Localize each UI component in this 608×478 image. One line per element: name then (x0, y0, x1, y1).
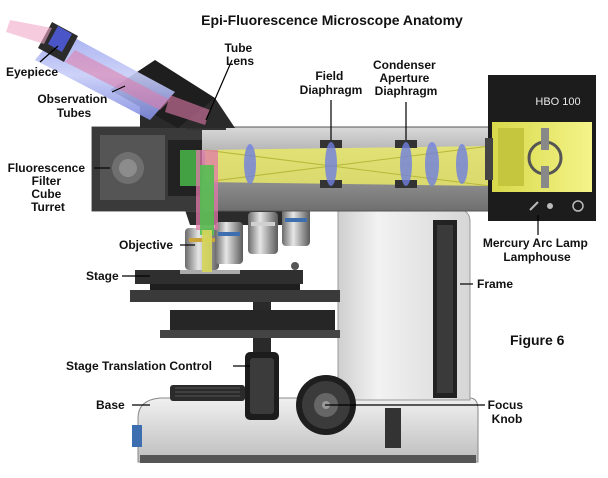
label-condenser-aperture-diaphragm: Condenser Aperture Diaphragm (373, 58, 439, 98)
label-fluorescence-filter-cube-turret: Fluorescence Filter Cube Turret (8, 161, 89, 214)
diagram-title: Epi-Fluorescence Microscope Anatomy (201, 12, 463, 28)
eyepiece-part (6, 20, 78, 62)
field-diaphragm-part (320, 140, 342, 188)
light-path-vertical (196, 150, 218, 272)
frame-part (337, 209, 471, 448)
label-stage-translation-control: Stage Translation Control (66, 359, 212, 373)
label-field-diaphragm: Field Diaphragm (300, 69, 363, 97)
filter-cube-turret-part (92, 127, 202, 211)
label-stage: Stage (86, 269, 119, 283)
label-mercury-arc-lamp-lamphouse: Mercury Arc Lamp Lamphouse (483, 236, 591, 264)
condenser-aperture-diaphragm-part (244, 140, 468, 188)
label-tube-lens: Tube Lens (224, 41, 255, 68)
label-base: Base (96, 398, 125, 412)
label-objective: Objective (119, 238, 173, 252)
figure-label: Figure 6 (510, 332, 565, 348)
mercury-arc-lamp-lamphouse-part: HBO 100 (485, 75, 596, 221)
label-focus-knob: Focus Knob (488, 398, 527, 426)
stage-part (130, 262, 340, 338)
lamp-badge-text: HBO 100 (535, 96, 580, 108)
observation-tubes-part (35, 30, 235, 128)
label-frame: Frame (477, 277, 513, 291)
label-eyepiece: Eyepiece (6, 65, 58, 79)
label-observation-tubes: Observation Tubes (37, 92, 110, 120)
leader-lines (39, 45, 539, 406)
